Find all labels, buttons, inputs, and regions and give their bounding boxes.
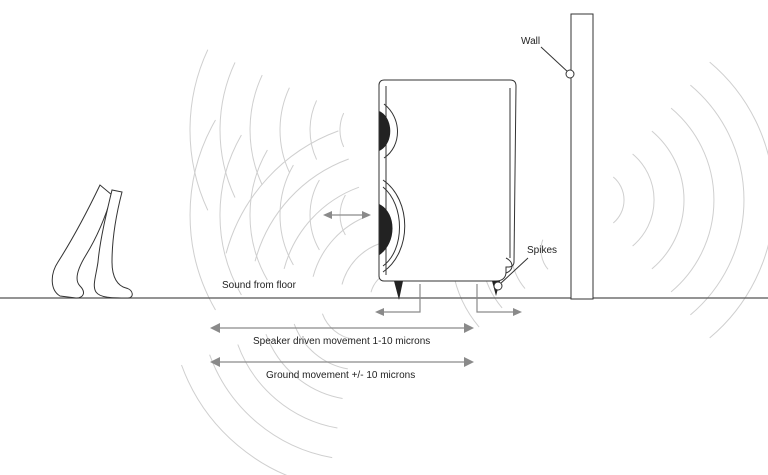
sound-wave-arc bbox=[209, 354, 333, 459]
sound-wave-arc bbox=[237, 344, 338, 429]
sound-wave-arc bbox=[279, 87, 290, 173]
left-foot-motion-arrow bbox=[375, 284, 421, 316]
sound-wave-arc bbox=[225, 130, 339, 254]
sound-wave-arc bbox=[321, 313, 354, 340]
sound-wave-arc bbox=[181, 364, 288, 475]
sound-wave-arc bbox=[189, 119, 216, 311]
sound-wave-arc bbox=[709, 61, 768, 339]
sound-wave-arc bbox=[279, 164, 294, 266]
speaker-movement-label: Speaker driven movement 1-10 microns bbox=[253, 336, 430, 347]
sound-waves bbox=[181, 49, 768, 475]
sound-wave-arc bbox=[254, 158, 349, 262]
walking-feet-icon bbox=[51, 184, 133, 299]
sound-wave-arc bbox=[309, 179, 320, 251]
sound-wave-arc bbox=[540, 239, 549, 270]
sound-wave-arc bbox=[265, 334, 343, 399]
sound-wave-arc bbox=[690, 84, 745, 316]
right-foot-motion-arrow bbox=[476, 284, 522, 316]
spikes-marker bbox=[493, 281, 503, 291]
sound-wave-arc bbox=[249, 149, 268, 281]
spikes-leader-line bbox=[499, 257, 529, 285]
sound-wave-arc bbox=[293, 323, 348, 370]
ground-movement-label: Ground movement +/- 10 microns bbox=[266, 370, 415, 381]
spike-icon bbox=[394, 281, 403, 300]
sound-wave-arc bbox=[341, 243, 380, 285]
sound-wave-arc bbox=[312, 214, 370, 277]
speaker-cabinet-icon bbox=[378, 79, 517, 300]
sound-wave-arc bbox=[632, 153, 655, 247]
sound-wave-arc bbox=[309, 100, 318, 160]
sound-wave-arc bbox=[612, 176, 625, 224]
sound-wave-arc bbox=[283, 186, 360, 270]
wall-leader-line bbox=[540, 46, 570, 74]
sound-wave-arc bbox=[219, 134, 242, 296]
sound-wave-arc bbox=[249, 74, 263, 186]
speaker-driven-movement-arrow bbox=[210, 323, 474, 333]
sound-wave-arc bbox=[339, 112, 345, 148]
speaker-motion-arrow bbox=[323, 211, 371, 219]
sound-wave-arc bbox=[219, 62, 236, 198]
wall-label: Wall bbox=[521, 36, 540, 47]
spikes-label: Spikes bbox=[527, 245, 557, 256]
sound-wave-arc bbox=[670, 107, 715, 293]
wall-icon bbox=[570, 13, 594, 300]
sound-from-floor-label: Sound from floor bbox=[222, 280, 297, 291]
wall-marker bbox=[565, 69, 575, 79]
sound-wave-arc bbox=[651, 130, 685, 270]
sound-wave-arc bbox=[189, 49, 209, 211]
ground-movement-arrow bbox=[210, 357, 474, 367]
